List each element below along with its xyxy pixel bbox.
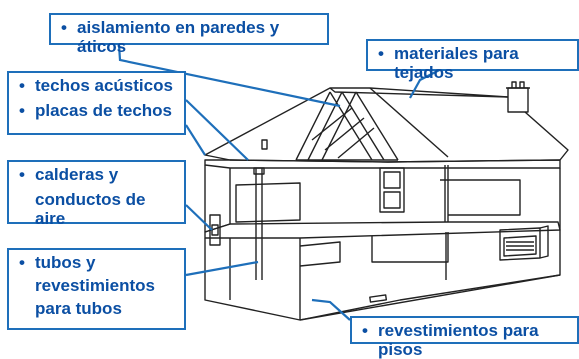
second-floor-plane [204, 221, 561, 239]
lower-floor-walls [204, 230, 561, 321]
house-structure [204, 81, 569, 321]
upper-floor-left-wall [204, 165, 231, 233]
label-acoustic-ceilings: techos acústicos [17, 76, 176, 95]
floor-vent [369, 294, 388, 303]
leader-floors [311, 298, 351, 321]
attic-truss [295, 91, 399, 161]
house-cutaway-illustration [116, 29, 569, 321]
label-pipes-line3: para tubos [35, 299, 122, 318]
label-boilers-line1: calderas y [17, 165, 176, 184]
label-pipes-line1: tubos y [17, 253, 176, 272]
label-roofing: materiales para tejados [376, 44, 569, 82]
label-floors: revestimientos para pisos [360, 321, 569, 359]
leader-acoustic [185, 99, 249, 161]
label-ceiling-tiles: placas de techos [17, 101, 176, 120]
label-walls-attics: aislamiento en paredes y áticos [59, 18, 319, 56]
roof-ridge [329, 87, 509, 98]
callout-pipes: tubos y revestimientos para tubos [7, 248, 186, 330]
chimney [507, 87, 529, 113]
upper-door [379, 167, 405, 213]
callout-floors: revestimientos para pisos [350, 316, 579, 359]
attic-floor [204, 159, 561, 169]
fireplace [499, 225, 549, 261]
leader-ceiling-tiles [185, 124, 206, 156]
callout-boilers: calderas y conductos de aire [7, 160, 186, 228]
ground-floor-plane [299, 274, 561, 321]
leader-boilers [185, 204, 213, 231]
callout-walls-attics: aislamiento en paredes y áticos [49, 13, 329, 56]
label-boilers-line2: conductos de aire [17, 190, 176, 228]
leader-pipes [185, 260, 259, 277]
label-boilers-line2-text: conductos de aire [35, 190, 146, 228]
roof-rear-edge [369, 87, 449, 158]
callout-roofing: materiales para tejados [366, 39, 579, 82]
label-pipes-line2: revestimientos [35, 276, 155, 295]
callout-ceilings: techos acústicos placas de techos [7, 71, 186, 135]
